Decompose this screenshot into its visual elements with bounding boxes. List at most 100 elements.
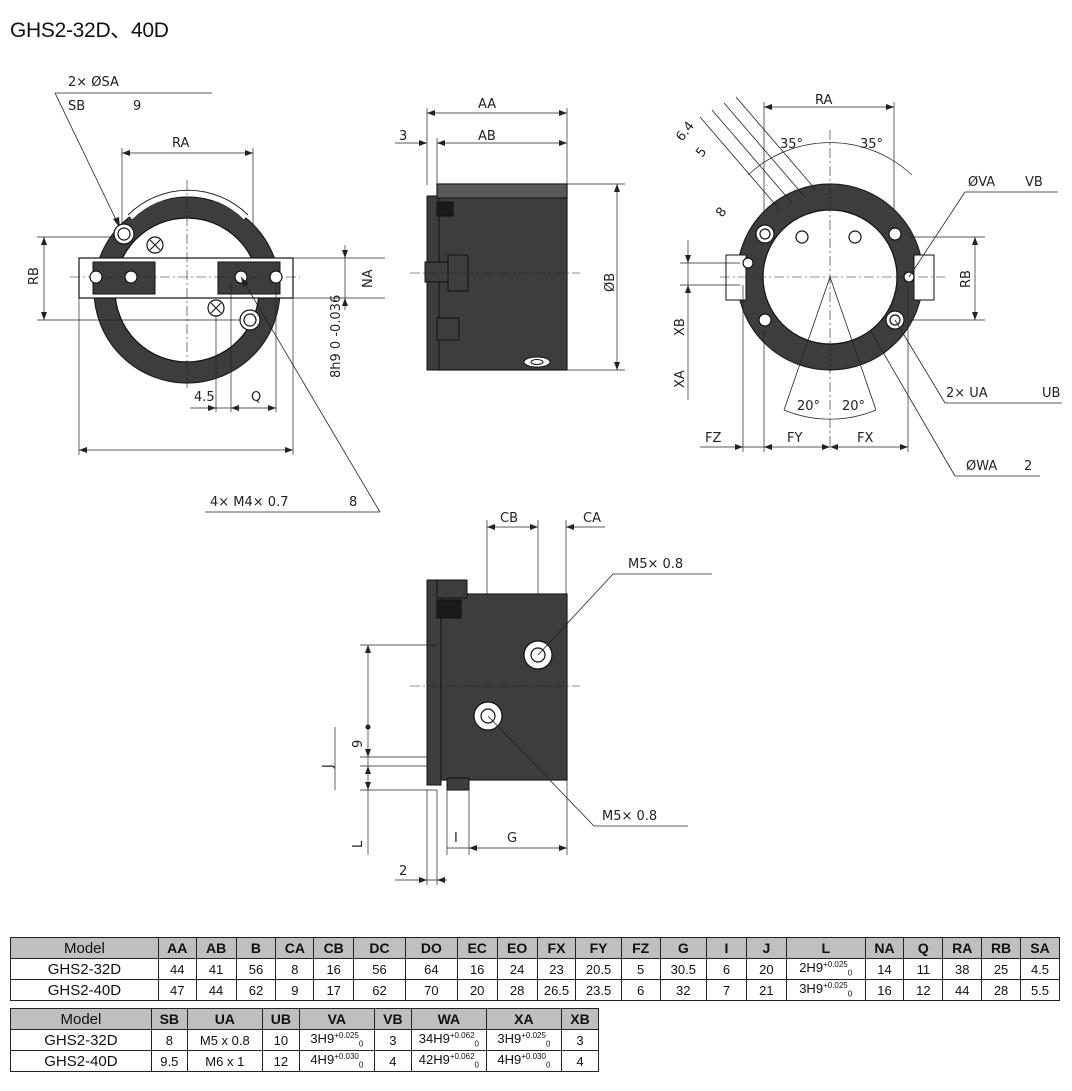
bottom-label-m5-bottom: M5× 0.8	[602, 809, 657, 824]
front-label-na: NA	[361, 269, 376, 288]
tolerance-lower: 0	[358, 1060, 364, 1070]
rear-label-5: 5	[693, 145, 710, 161]
bottom-view: CB CA M5× 0.8 M5× 0.8 9 J L	[321, 511, 712, 885]
table-cell: 20	[456, 979, 498, 1001]
spec-table-2: Model SB UA UB VA VB WA XA XB GHS2-32D 8…	[10, 1008, 600, 1072]
front-label-eight: 8	[349, 495, 357, 510]
table-1-header-row: Model AA AB B CA CB DC DO EC EO FX FY FZ…	[10, 937, 1061, 959]
table-cell-model: GHS2-32D	[10, 958, 159, 980]
table-cell: 23.5	[575, 979, 622, 1001]
bottom-label-ca: CA	[583, 511, 601, 526]
column-header: L	[785, 937, 866, 959]
rear-label-rb: RB	[959, 270, 974, 288]
table-cell-value: 34H9	[418, 1031, 450, 1047]
column-header: WA	[410, 1008, 487, 1030]
table-row: GHS2-32D 44 41 56 8 16 56 64 16 24 23 20…	[10, 958, 1061, 980]
table-cell: 21	[745, 979, 787, 1001]
front-label-q: Q	[251, 390, 261, 405]
front-label-4-5: 4.5	[194, 390, 215, 405]
table-cell: 14	[864, 958, 905, 980]
spec-table-1: Model AA AB B CA CB DC DO EC EO FX FY FZ…	[10, 937, 1061, 1001]
table-cell: 20.5	[575, 958, 622, 980]
table-cell: M6 x 1	[186, 1050, 263, 1072]
table-cell: 4.5	[1019, 958, 1061, 980]
tolerance-upper: +0.062	[449, 1031, 475, 1041]
bottom-label-2: 2	[399, 864, 407, 879]
table-cell: M5 x 0.8	[186, 1029, 263, 1051]
column-header: UB	[261, 1008, 300, 1030]
table-cell-model: GHS2-40D	[10, 979, 159, 1001]
column-header: AA	[157, 937, 197, 959]
bottom-label-j: J	[321, 764, 336, 769]
rear-label-6-4: 6.4	[673, 119, 698, 145]
table-cell-model: GHS2-32D	[10, 1029, 152, 1051]
column-header: CA	[275, 937, 315, 959]
table-cell: 44	[157, 958, 197, 980]
column-header: XB	[560, 1008, 600, 1030]
table-cell: 4	[373, 1050, 412, 1072]
table-cell-value: 3H9	[310, 1031, 335, 1047]
column-header: UA	[186, 1008, 263, 1030]
table-cell: 7	[705, 979, 747, 1001]
table-cell: 5	[620, 958, 661, 980]
table-cell: 6	[620, 979, 661, 1001]
bottom-label-cb: CB	[500, 511, 518, 526]
table-cell-tolerance: 3H9+0.0250	[298, 1029, 375, 1051]
rear-label-2: 2	[1024, 459, 1032, 474]
rear-label-fz: FZ	[705, 431, 721, 446]
rear-label-angle-35a: 35°	[780, 137, 803, 152]
column-header: FZ	[620, 937, 661, 959]
column-header: AB	[195, 937, 237, 959]
rear-label-vb: VB	[1025, 175, 1043, 190]
tolerance-upper: +0.030	[334, 1052, 359, 1062]
rear-label-fy: FY	[787, 431, 802, 446]
rear-label-ub: UB	[1042, 386, 1060, 401]
rear-label-angle-20b: 20°	[842, 399, 865, 414]
column-header: DO	[404, 937, 458, 959]
side-view: AA AB 3 ØB	[395, 97, 625, 371]
front-label-m4: 4× M4× 0.7	[210, 495, 288, 510]
table-cell: 12	[903, 979, 944, 1001]
table-cell-tolerance: 4H9+0.0300	[485, 1050, 562, 1072]
column-header: EC	[456, 937, 498, 959]
column-header: NA	[864, 937, 905, 959]
table-cell: 62	[235, 979, 277, 1001]
table-cell-value: 4H9	[310, 1052, 335, 1068]
table-cell: 28	[981, 979, 1021, 1001]
column-header: FY	[575, 937, 622, 959]
table-cell-tolerance: 34H9+0.0620	[410, 1029, 487, 1051]
column-header: VB	[373, 1008, 412, 1030]
bottom-label-l: L	[351, 840, 366, 848]
column-header: EO	[496, 937, 538, 959]
table-row: GHS2-40D 9.5 M6 x 1 12 4H9+0.0300 4 42H9…	[10, 1050, 600, 1072]
column-header: Model	[10, 1008, 152, 1030]
table-cell: 6	[705, 958, 747, 980]
column-header: CB	[313, 937, 355, 959]
table-cell: 16	[313, 958, 355, 980]
bottom-label-9: 9	[351, 740, 366, 748]
table-cell: 28	[496, 979, 538, 1001]
front-label-rb: RB	[27, 267, 42, 285]
column-header: I	[705, 937, 747, 959]
column-header: RA	[942, 937, 983, 959]
column-header: RB	[981, 937, 1021, 959]
column-header: B	[235, 937, 277, 959]
column-header: VA	[298, 1008, 375, 1030]
rear-label-ra: RA	[815, 93, 833, 108]
column-header: SB	[150, 1008, 188, 1030]
tolerance-lower: 0	[358, 1039, 364, 1049]
side-label-3: 3	[399, 129, 407, 144]
table-cell: 9.5	[150, 1050, 188, 1072]
table-cell: 3	[560, 1029, 600, 1051]
front-label-nine: 9	[133, 99, 141, 114]
side-label-ab: AB	[478, 129, 496, 144]
rear-label-8: 8	[713, 205, 730, 221]
tolerance-upper: +0.025	[823, 960, 848, 970]
table-cell-tolerance: 3H9+0.0250	[785, 979, 866, 1001]
table-cell: 8	[275, 958, 315, 980]
table-cell: 41	[195, 958, 237, 980]
column-header: G	[659, 937, 707, 959]
table-cell: 9	[275, 979, 315, 1001]
tolerance-upper: +0.062	[449, 1052, 475, 1062]
table-cell: 4	[560, 1050, 600, 1072]
